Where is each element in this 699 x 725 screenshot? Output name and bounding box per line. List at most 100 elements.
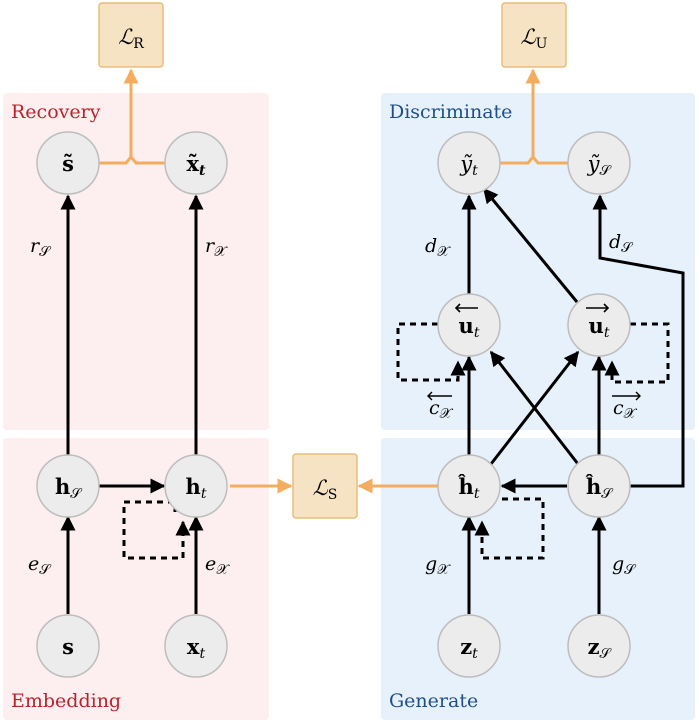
svg-text:c𝒳: c𝒳 (429, 397, 454, 422)
node-h-s-sub: 𝒮 (70, 486, 83, 502)
dashed-loops (122, 322, 670, 560)
edge-label-g-x-sub: 𝒳 (437, 562, 451, 578)
node-y-s-sub: 𝒮 (600, 163, 613, 179)
node-s-tilde-label: s̃ (62, 151, 74, 176)
node-x-t-sub: t (199, 646, 205, 662)
loss-unsup-main: ℒ (521, 25, 537, 49)
node-hh-t-sub: t (474, 486, 480, 502)
node-h-s (36, 454, 100, 518)
node-hh-s-label: ĥ (585, 474, 601, 499)
edge-label-c-fwd: c (613, 397, 624, 419)
svg-text:x̃t: x̃t (187, 151, 207, 179)
node-hh-t-label: ĥ (458, 474, 474, 499)
node-z-s-label: z (588, 634, 600, 659)
generate-region (381, 438, 695, 720)
node-x-tilde-label: x̃ (187, 151, 200, 176)
svg-text:ĥt: ĥt (458, 474, 480, 502)
loss-box-recon: ℒR (98, 2, 164, 68)
svg-text:ĥ𝒮: ĥ𝒮 (585, 474, 614, 502)
svg-text:z𝒮: z𝒮 (588, 634, 613, 662)
node-u-fwd-label: u (589, 313, 604, 338)
black-edges (60, 187, 685, 614)
edge-label-c-back: c (429, 397, 440, 419)
node-u-fwd-arrow-icon (586, 303, 610, 313)
edge-label-e-x-sub: 𝒳 (216, 562, 230, 578)
loss-recon-sub: R (133, 36, 144, 52)
edge-label-r-s-sub: 𝒮 (39, 244, 52, 260)
nodes (36, 131, 631, 678)
recovery-loss-connector (99, 68, 165, 165)
svg-text:e𝒳: e𝒳 (205, 553, 230, 578)
edge-label-c-fwd-sub: 𝒳 (624, 406, 638, 422)
svg-text:g𝒮: g𝒮 (612, 553, 637, 578)
node-y-t-label: ỹ (459, 152, 473, 176)
edge-hhs-uback (489, 350, 580, 465)
recovery-label: Recovery (11, 101, 101, 123)
node-s-label: s (62, 634, 74, 659)
edge-label-g-s: g (612, 553, 624, 575)
edge-label-e-s-sub: 𝒮 (39, 562, 52, 578)
node-u-fwd (567, 293, 631, 357)
node-u-back-arrow-icon (454, 303, 478, 313)
node-z-t (437, 614, 501, 678)
edge-label-c-fwd-arrow-icon (612, 391, 641, 401)
svg-text:ut: ut (589, 313, 610, 341)
node-u-fwd-sub: t (604, 325, 610, 341)
edge-hhs-ys (592, 194, 685, 488)
node-z-t-label: z (460, 634, 472, 659)
svg-text:ℒU: ℒU (521, 25, 548, 52)
svg-text:ỹt: ỹt (459, 152, 478, 179)
loss-sup-sub: S (328, 487, 338, 503)
node-hh-s-sub: 𝒮 (601, 486, 614, 502)
edge-label-d-x-sub: 𝒳 (437, 244, 451, 260)
recovery-region (3, 93, 269, 430)
svg-text:ỹ𝒮: ỹ𝒮 (587, 152, 613, 179)
edge-label-c-back-arrow-icon (427, 391, 452, 401)
svg-text:r𝒮: r𝒮 (30, 235, 52, 260)
loss-sup-main: ℒ (313, 476, 329, 500)
loss-box-sup: ℒS (292, 453, 358, 519)
node-u-back-label: u (459, 313, 474, 338)
node-y-t (437, 131, 501, 195)
edge-ufwd-yt (482, 187, 579, 303)
loop-uback (396, 322, 466, 382)
edge-label-r-x-sub: 𝒳 (214, 244, 228, 260)
discriminate-label: Discriminate (389, 101, 512, 123)
node-x-tilde-sub: t (199, 163, 206, 179)
edge-label-d-s-sub: 𝒮 (621, 240, 634, 256)
generate-label: Generate (389, 690, 478, 712)
svg-text:ℒS: ℒS (313, 476, 338, 503)
svg-text:zt: zt (460, 634, 478, 662)
edge-label-c-back-sub: 𝒳 (440, 406, 454, 422)
loop-ufwd (604, 322, 670, 384)
svg-text:g𝒳: g𝒳 (425, 553, 451, 578)
node-y-s (567, 131, 631, 195)
node-h-t (164, 454, 228, 518)
node-u-back-sub: t (474, 325, 480, 341)
svg-text:ht: ht (186, 474, 207, 502)
svg-text:ℒR: ℒR (118, 25, 144, 52)
edge-label-r-x: r (205, 235, 216, 257)
svg-text:d𝒳: d𝒳 (425, 235, 451, 260)
loss-recon-main: ℒ (118, 25, 134, 49)
edge-label-r-s: r (30, 235, 41, 257)
node-h-t-sub: t (201, 486, 207, 502)
svg-text:d𝒮: d𝒮 (609, 231, 634, 256)
svg-text:r𝒳: r𝒳 (205, 235, 228, 260)
edge-label-g-x: g (425, 553, 437, 575)
svg-text:xt: xt (187, 634, 206, 662)
node-hh-s (567, 454, 631, 518)
node-z-s-sub: 𝒮 (600, 646, 613, 662)
node-x-t (164, 614, 228, 678)
svg-text:c𝒳: c𝒳 (613, 397, 638, 422)
discriminator-loss-connector (500, 68, 568, 165)
node-u-back (437, 293, 501, 357)
svg-text:h𝒮: h𝒮 (55, 474, 83, 502)
node-s (36, 614, 100, 678)
svg-text:e𝒮: e𝒮 (28, 553, 52, 578)
embedding-label: Embedding (11, 690, 121, 712)
svg-text:ut: ut (459, 313, 480, 341)
loop-hht (474, 497, 545, 560)
node-s-tilde (36, 131, 100, 195)
